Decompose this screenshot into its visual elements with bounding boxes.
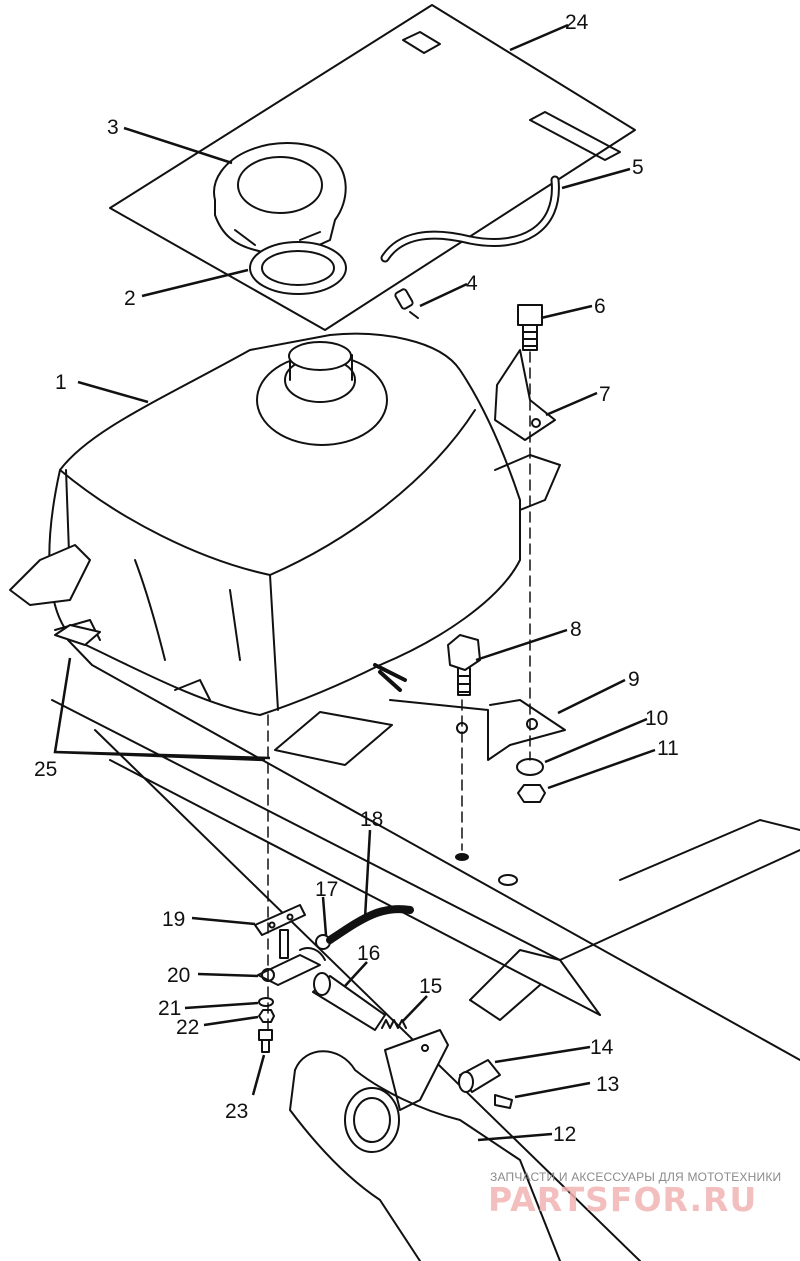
watermark-logo: PARTSFOR.RU (488, 1180, 758, 1219)
control-shaft-16 (312, 972, 386, 1031)
hose-clamp-17 (315, 934, 331, 950)
callout-8: 8 (570, 618, 582, 641)
callout-24: 24 (565, 11, 589, 34)
callout-23: 23 (225, 1100, 248, 1123)
callout-19: 19 (162, 908, 185, 931)
callout-25: 25 (34, 758, 57, 781)
callout-2: 2 (124, 287, 136, 310)
screw-23 (258, 1029, 273, 1053)
callout-labels: 1 2 3 4 5 6 7 8 9 10 11 12 13 14 15 16 1… (34, 11, 679, 1146)
fuel-tank (9, 332, 561, 716)
callout-14: 14 (590, 1036, 614, 1059)
callout-3: 3 (107, 116, 119, 139)
leader-lines (53, 23, 656, 1142)
callout-22: 22 (176, 1016, 199, 1039)
nut-22 (258, 1009, 275, 1023)
mount-pad-25b (54, 624, 101, 646)
fuel-tank-pad (109, 4, 636, 331)
callout-4: 4 (466, 272, 478, 295)
callout-6: 6 (594, 295, 606, 318)
frame-hole (498, 874, 518, 886)
callout-9: 9 (628, 668, 640, 691)
callout-17: 17 (315, 878, 338, 901)
watermark-tagline: ЗАПЧАСТИ И АКСЕССУАРЫ ДЛЯ МОТОТЕХНИКИ (490, 1170, 782, 1184)
callout-21: 21 (158, 997, 181, 1020)
cap-gasket (249, 241, 347, 295)
callout-16: 16 (357, 942, 380, 965)
mount-pad-25a (274, 711, 393, 766)
callout-18: 18 (360, 808, 383, 831)
fuel-cap (213, 142, 347, 255)
bolt-8 (447, 634, 481, 696)
handlebar-tube-12 (289, 1050, 561, 1261)
callout-7: 7 (599, 383, 611, 406)
callout-1: 1 (55, 371, 67, 394)
mounting-hole (455, 853, 469, 861)
fuel-petcock-20 (257, 929, 326, 986)
callout-13: 13 (596, 1073, 619, 1096)
washer-10 (516, 758, 544, 776)
frame-rails (51, 639, 800, 1261)
callout-20: 20 (167, 964, 190, 987)
bracket-9 (389, 699, 566, 761)
nut-11 (517, 784, 546, 803)
spring-15 (381, 1019, 407, 1029)
vent-hose (380, 175, 560, 263)
callout-15: 15 (419, 975, 442, 998)
assembly-guides (267, 351, 531, 1031)
vent-fitting (394, 288, 419, 319)
screw-13 (494, 1094, 513, 1109)
callout-5: 5 (632, 156, 644, 179)
callout-11: 11 (657, 737, 679, 760)
fuel-line-18 (326, 905, 414, 944)
bracket-7 (494, 349, 556, 441)
washer-21 (258, 997, 274, 1007)
callout-10: 10 (645, 707, 668, 730)
bolt-6 (517, 304, 543, 351)
control-bracket (384, 1029, 449, 1111)
callout-12: 12 (553, 1123, 576, 1146)
knob-14 (458, 1059, 501, 1093)
